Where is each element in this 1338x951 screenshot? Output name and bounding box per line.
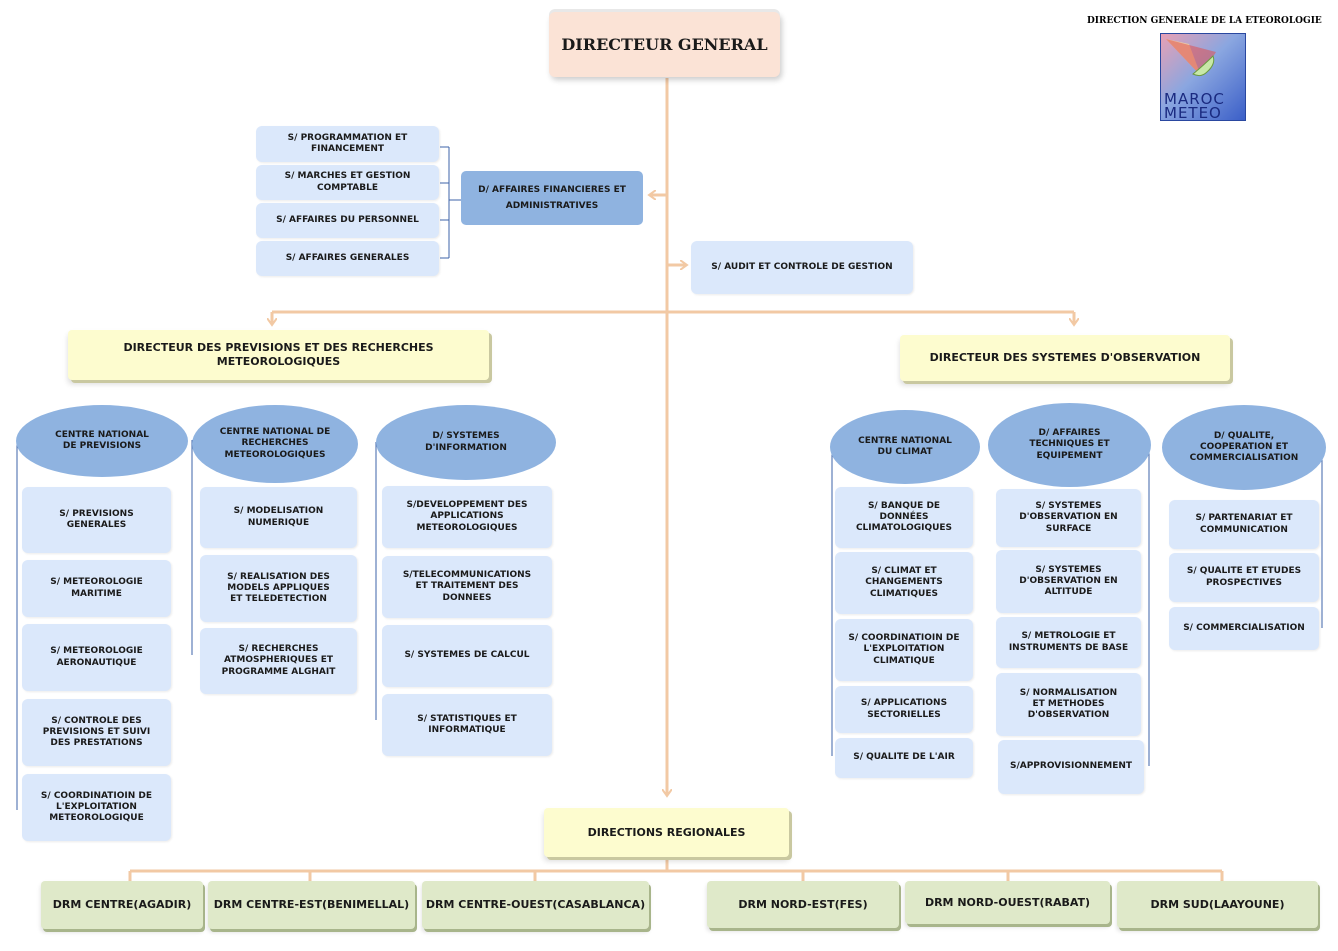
date-service-3: S/ METROLOGIE ET INSTRUMENTS DE BASE (996, 617, 1141, 668)
org-title: DIRECTION GENERALE DE LA ETEOROLOGIE (1087, 16, 1322, 26)
drm-casablanca: DRM CENTRE-OUEST(CASABLANCA) (422, 881, 649, 929)
daf-service-1: S/ PROGRAMMATION ET FINANCEMENT (256, 126, 439, 162)
drm-rabat: DRM NORD-OUEST(RABAT) (905, 881, 1110, 924)
cnp-service-1: S/ PREVISIONS GENERALES (22, 487, 171, 553)
centre-national-climat: CENTRE NATIONAL DU CLIMAT (830, 410, 980, 484)
drm-agadir: DRM CENTRE(AGADIR) (41, 881, 203, 929)
cnp-service-2: S/ METEOROLOGIE MARITIME (22, 560, 171, 617)
cnc-service-2: S/ CLIMAT ET CHANGEMENTS CLIMATIQUES (835, 552, 973, 614)
daf-service-3: S/ AFFAIRES DU PERSONNEL (256, 203, 439, 238)
directeur-general-box: DIRECTEUR GENERAL (549, 12, 780, 77)
audit-box: S/ AUDIT ET CONTROLE DE GESTION (691, 241, 913, 294)
d-affaires-techniques: D/ AFFAIRES TECHNIQUES ET EQUIPEMENT (988, 403, 1151, 487)
dsi-service-1: S/DEVELOPPEMENT DES APPLICATIONS METEORO… (382, 486, 552, 548)
cnrm-service-3: S/ RECHERCHES ATMOSPHERIQUES ET PROGRAMM… (200, 628, 357, 694)
dsi-service-4: S/ STATISTIQUES ET INFORMATIQUE (382, 694, 552, 756)
date-service-5: S/APPROVISIONNEMENT (998, 740, 1144, 794)
daf-service-2: S/ MARCHES ET GESTION COMPTABLE (256, 165, 439, 200)
directions-regionales-box: DIRECTIONS REGIONALES (544, 808, 789, 857)
dqcc-service-2: S/ QUALITE ET ETUDES PROSPECTIVES (1169, 553, 1319, 602)
dso-box: DIRECTEUR DES SYSTEMES D'OBSERVATION (900, 335, 1230, 381)
dprm-box: DIRECTEUR DES PREVISIONS ET DES RECHERCH… (68, 330, 489, 380)
cnrm-service-2: S/ REALISATION DES MODELS APPLIQUES ET T… (200, 555, 357, 622)
dqcc-service-3: S/ COMMERCIALISATION (1169, 607, 1319, 650)
dsi-service-2: S/TELECOMMUNICATIONS ET TRAITEMENT DES D… (382, 556, 552, 618)
d-qualite-cooperation: D/ QUALITE, COOPERATION ET COMMERCIALISA… (1162, 405, 1326, 490)
drm-benimellal: DRM CENTRE-EST(BENIMELLAL) (208, 881, 415, 929)
date-service-4: S/ NORMALISATION ET METHODES D'OBSERVATI… (996, 673, 1141, 736)
logo-text-meteo: METEO (1164, 104, 1222, 122)
d-systemes-information: D/ SYSTEMES D'INFORMATION (376, 405, 556, 480)
cnc-service-3: S/ COORDINATIOIN DE L'EXPLOITATION CLIMA… (835, 619, 973, 681)
cnc-service-5: S/ QUALITE DE L'AIR (835, 738, 973, 778)
drm-laayoune: DRM SUD(LAAYOUNE) (1117, 881, 1318, 928)
cnc-service-4: S/ APPLICATIONS SECTORIELLES (835, 686, 973, 733)
cnp-service-5: S/ COORDINATIOIN DE L'EXPLOITATION METEO… (22, 774, 171, 841)
centre-national-previsions: CENTRE NATIONAL DE PREVISIONS (16, 405, 188, 477)
drm-fes: DRM NORD-EST(FES) (707, 881, 899, 928)
cnrm-service-1: S/ MODELISATION NUMERIQUE (200, 487, 357, 548)
daf-service-4: S/ AFFAIRES GENERALES (256, 241, 439, 276)
daf-box: D/ AFFAIRES FINANCIERES ET ADMINISTRATIV… (461, 171, 643, 225)
cnp-service-4: S/ CONTROLE DES PREVISIONS ET SUIVI DES … (22, 699, 171, 766)
dsi-service-3: S/ SYSTEMES DE CALCUL (382, 625, 552, 687)
dqcc-service-1: S/ PARTENARIAT ET COMMUNICATION (1169, 500, 1319, 549)
cnp-service-3: S/ METEOROLOGIE AERONAUTIQUE (22, 624, 171, 691)
maroc-meteo-logo: MAROC METEO (1160, 33, 1246, 122)
date-service-1: S/ SYSTEMES D'OBSERVATION EN SURFACE (996, 489, 1141, 547)
centre-national-recherches: CENTRE NATIONAL DE RECHERCHES METEOROLOG… (192, 405, 358, 483)
date-service-2: S/ SYSTEMES D'OBSERVATION EN ALTITUDE (996, 550, 1141, 613)
cnc-service-1: S/ BANQUE DE DONNÉES CLIMATOLOGIQUES (835, 487, 973, 548)
logo-text-maroc: MAROC (1164, 90, 1225, 108)
